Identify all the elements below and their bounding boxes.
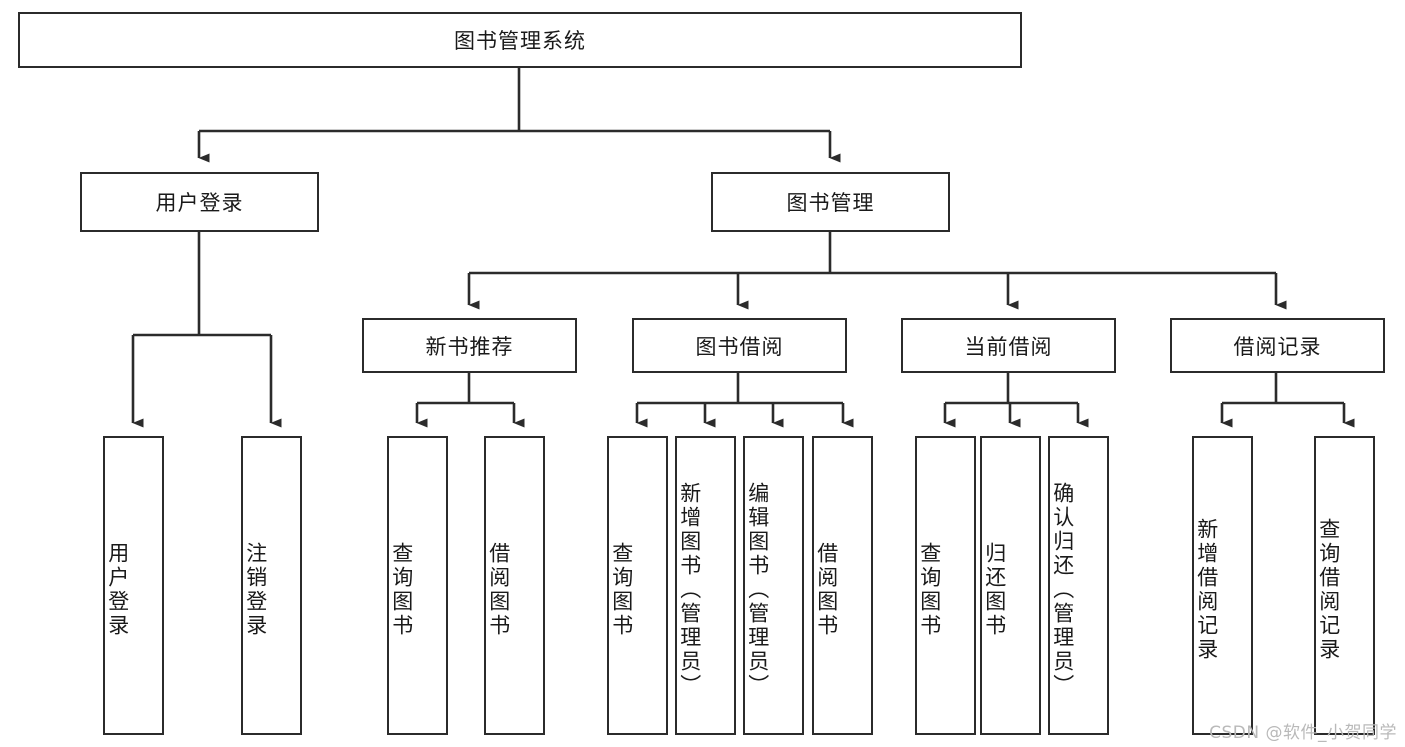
leaf-book-borrow-borrow-book[interactable]: 借阅图书 [812, 436, 873, 735]
node-label: 新增借阅记录 [1194, 517, 1219, 662]
node-label: 图书管理 [786, 191, 875, 215]
node-label: 当前借阅 [964, 334, 1053, 359]
node-label: 用户登录 [155, 191, 244, 215]
node-label: 确认归还（管理员） [1050, 481, 1075, 698]
edge-group-borrow-record [1220, 373, 1355, 428]
edge-group-book-manage [467, 232, 1287, 310]
node-label: 借阅图书 [486, 541, 511, 638]
node-label: 查询借阅记录 [1316, 517, 1341, 662]
edge-group-book-borrow [635, 373, 854, 428]
leaf-book-borrow-edit-book-admin[interactable]: 编辑图书（管理员） [743, 436, 804, 735]
edge-group-current-borrow [943, 373, 1089, 428]
node-label: 借阅记录 [1233, 334, 1322, 359]
leaf-current-borrow-query-book[interactable]: 查询图书 [915, 436, 976, 735]
node-label: 新书推荐 [425, 334, 514, 359]
node-new-book-recommend[interactable]: 新书推荐 [362, 318, 577, 373]
leaf-borrow-record-query-record[interactable]: 查询借阅记录 [1314, 436, 1375, 735]
node-user-login[interactable]: 用户登录 [80, 172, 319, 232]
node-book-borrow[interactable]: 图书借阅 [632, 318, 847, 373]
node-label: 图书借阅 [695, 334, 784, 359]
leaf-current-borrow-confirm-return-admin[interactable]: 确认归还（管理员） [1048, 436, 1109, 735]
leaf-borrow-record-add-record[interactable]: 新增借阅记录 [1192, 436, 1253, 735]
leaf-user-login-login[interactable]: 用户登录 [103, 436, 164, 735]
node-current-borrow[interactable]: 当前借阅 [901, 318, 1116, 373]
edge-group-new-book [415, 373, 525, 428]
node-label: 归还图书 [982, 541, 1007, 638]
node-root-book-management-system[interactable]: 图书管理系统 [18, 12, 1022, 68]
leaf-new-book-borrow-book[interactable]: 借阅图书 [484, 436, 545, 735]
node-book-management[interactable]: 图书管理 [711, 172, 950, 232]
node-label: 借阅图书 [814, 541, 839, 638]
leaf-user-login-logout[interactable]: 注销登录 [241, 436, 302, 735]
node-label: 注销登录 [243, 541, 268, 638]
node-label: 新增图书（管理员） [677, 481, 702, 698]
leaf-book-borrow-add-book-admin[interactable]: 新增图书（管理员） [675, 436, 736, 735]
node-label: 查询图书 [389, 541, 414, 638]
node-label: 用户登录 [105, 541, 130, 638]
node-borrow-record[interactable]: 借阅记录 [1170, 318, 1385, 373]
node-label: 查询图书 [609, 541, 634, 638]
edge-group-user-login [131, 232, 282, 428]
leaf-book-borrow-query-book[interactable]: 查询图书 [607, 436, 668, 735]
leaf-current-borrow-return-book[interactable]: 归还图书 [980, 436, 1041, 735]
node-label: 编辑图书（管理员） [745, 481, 770, 698]
leaf-new-book-query-book[interactable]: 查询图书 [387, 436, 448, 735]
node-label: 图书管理系统 [454, 29, 586, 53]
csdn-watermark: CSDN @软件_小贺同学 [1209, 723, 1397, 743]
edge-group-root [197, 68, 841, 163]
node-label: 查询图书 [917, 541, 942, 638]
